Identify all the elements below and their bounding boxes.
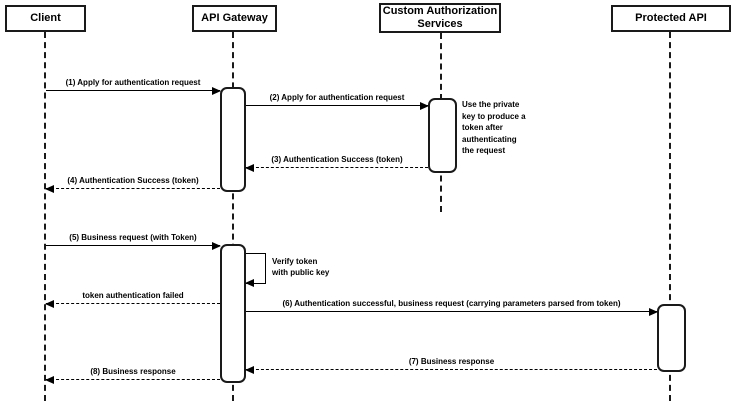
message-7-label: (7) Business response xyxy=(408,357,495,366)
self-message-line xyxy=(264,253,266,283)
message-1-line xyxy=(46,90,220,91)
message-5-line xyxy=(46,245,220,246)
arrowhead-left-icon xyxy=(45,300,54,308)
message-5-label: (5) Business request (with Token) xyxy=(69,233,197,242)
participant-protected-api-label: Protected API xyxy=(635,12,707,24)
note-private-key: Use the private key to produce a token a… xyxy=(462,100,526,155)
message-8-line xyxy=(46,379,220,380)
arrowhead-left-icon xyxy=(245,366,254,374)
activation-protected-api xyxy=(657,304,686,372)
participant-client-label: Client xyxy=(30,12,61,24)
lifeline-api-gateway xyxy=(232,32,234,401)
message-6-label: (6) Authentication successful, business … xyxy=(282,299,621,308)
arrowhead-left-icon xyxy=(245,164,254,172)
arrowhead-right-icon xyxy=(212,87,221,95)
participant-custom-authorization-services: Custom Authorization Services xyxy=(379,3,501,33)
self-message-label: Verify token with public key xyxy=(272,257,330,277)
arrowhead-left-icon xyxy=(245,279,254,287)
arrowhead-right-icon xyxy=(649,308,658,316)
participant-api-gateway-label: API Gateway xyxy=(201,12,268,24)
activation-custom-authorization-services xyxy=(428,98,457,173)
message-6-line xyxy=(246,311,657,312)
activation-api-gateway-business xyxy=(220,244,246,383)
message-2-label: (2) Apply for authentication request xyxy=(269,93,405,102)
participant-protected-api: Protected API xyxy=(611,5,731,32)
arrowhead-left-icon xyxy=(45,376,54,384)
self-message-line xyxy=(246,253,266,254)
message-1-label: (1) Apply for authentication request xyxy=(65,78,201,87)
lifeline-client xyxy=(44,32,46,401)
lifeline-protected-api xyxy=(669,32,671,401)
message-3-label: (3) Authentication Success (token) xyxy=(271,155,403,164)
activation-api-gateway-auth xyxy=(220,87,246,192)
participant-custom-authorization-services-label: Custom Authorization Services xyxy=(382,5,498,30)
participant-api-gateway: API Gateway xyxy=(192,5,277,32)
message-4-line xyxy=(46,188,220,189)
arrowhead-right-icon xyxy=(420,102,429,110)
message-4-label: (4) Authentication Success (token) xyxy=(67,176,199,185)
arrowhead-left-icon xyxy=(45,185,54,193)
message-8-label: (8) Business response xyxy=(90,367,176,376)
arrowhead-right-icon xyxy=(212,242,221,250)
message-7-line xyxy=(246,369,657,370)
participant-client: Client xyxy=(5,5,86,32)
self-message-verify-token: Verify token with public key xyxy=(245,253,406,287)
message-token-auth-failed-label: token authentication failed xyxy=(82,291,184,300)
message-token-auth-failed-line xyxy=(46,303,220,304)
self-message-line xyxy=(246,283,266,284)
message-3-line xyxy=(246,167,428,168)
message-2-line xyxy=(246,105,428,106)
